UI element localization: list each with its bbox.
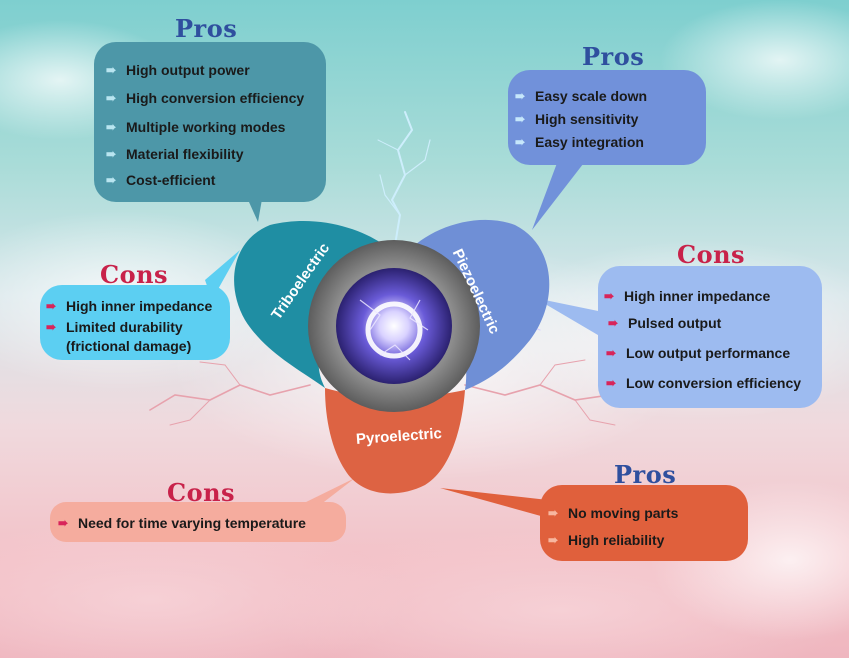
- tribo-cons-item: ➠High inner impedance: [46, 298, 213, 314]
- arrow-icon: ➠: [548, 533, 559, 547]
- pyro-pros-item: ➠High reliability: [548, 532, 665, 548]
- tribo-pros-item: ➠High output power: [106, 62, 250, 78]
- tribo-pros-item: ➠High conversion efficiency: [106, 90, 305, 106]
- pyro-cons-pointer: [300, 478, 355, 505]
- arrow-icon: ➠: [515, 89, 526, 103]
- energy-orb: [336, 268, 452, 384]
- arrow-icon: ➠: [604, 289, 615, 303]
- piezo-pros-box: [508, 70, 706, 165]
- piezo-cons-item: ➠High inner impedance: [604, 288, 771, 304]
- arrow-icon: ➠: [515, 112, 526, 126]
- arrow-icon: ➠: [606, 346, 617, 360]
- arrow-icon: ➠: [106, 147, 117, 161]
- tribo-cons-item: ➠Limited durability: [46, 319, 183, 335]
- piezo-cons-item: ➠Low output performance: [606, 345, 791, 361]
- tribo-pros-item: ➠Material flexibility: [106, 146, 244, 162]
- arrow-icon: ➠: [606, 376, 617, 390]
- arrow-icon: ➠: [106, 91, 117, 105]
- tribo-pros-item: ➠Cost-efficient: [106, 172, 216, 188]
- tribo-pros-box: [94, 42, 326, 202]
- arrow-icon: ➠: [46, 320, 57, 334]
- piezo-cons-item: ➠Pulsed output: [608, 315, 722, 331]
- arrow-icon: ➠: [548, 506, 559, 520]
- tribo-pros-heading: Pros: [175, 14, 238, 43]
- pyro-pros-box: [540, 485, 748, 561]
- arrow-icon: ➠: [608, 316, 619, 330]
- arrow-icon: ➠: [46, 299, 57, 313]
- piezo-cons-heading: Cons: [677, 240, 746, 269]
- energy-ring: [365, 301, 423, 359]
- piezo-pros-pointer: [532, 155, 590, 230]
- arrow-icon: ➠: [58, 516, 69, 530]
- piezo-pros-item: ➠Easy scale down: [515, 88, 648, 104]
- pyro-pros-heading: Pros: [614, 460, 677, 489]
- arrow-icon: ➠: [106, 63, 117, 77]
- tribo-pros-item: ➠Multiple working modes: [106, 119, 286, 135]
- arrow-icon: ➠: [106, 173, 117, 187]
- piezo-pros-item: ➠Easy integration: [515, 134, 644, 150]
- tribo-cons-item-continued: (frictional damage): [66, 338, 192, 354]
- piezo-cons-box: [598, 266, 822, 408]
- arrow-icon: ➠: [106, 120, 117, 134]
- piezo-cons-item: ➠Low conversion efficiency: [606, 375, 802, 391]
- piezo-pros-item: ➠High sensitivity: [515, 111, 639, 127]
- pyro-pros-item: ➠No moving parts: [548, 505, 679, 521]
- arrow-icon: ➠: [515, 135, 526, 149]
- pyroelectric-petal: [325, 388, 465, 494]
- tribo-cons-heading: Cons: [100, 260, 169, 289]
- pyro-pros-pointer: [440, 488, 548, 518]
- piezo-pros-heading: Pros: [582, 42, 645, 71]
- pyro-cons-item: ➠Need for time varying temperature: [58, 515, 306, 531]
- piezo-cons-pointer: [535, 298, 603, 338]
- pyro-cons-box: [50, 502, 346, 542]
- tribo-cons-box: [40, 285, 230, 360]
